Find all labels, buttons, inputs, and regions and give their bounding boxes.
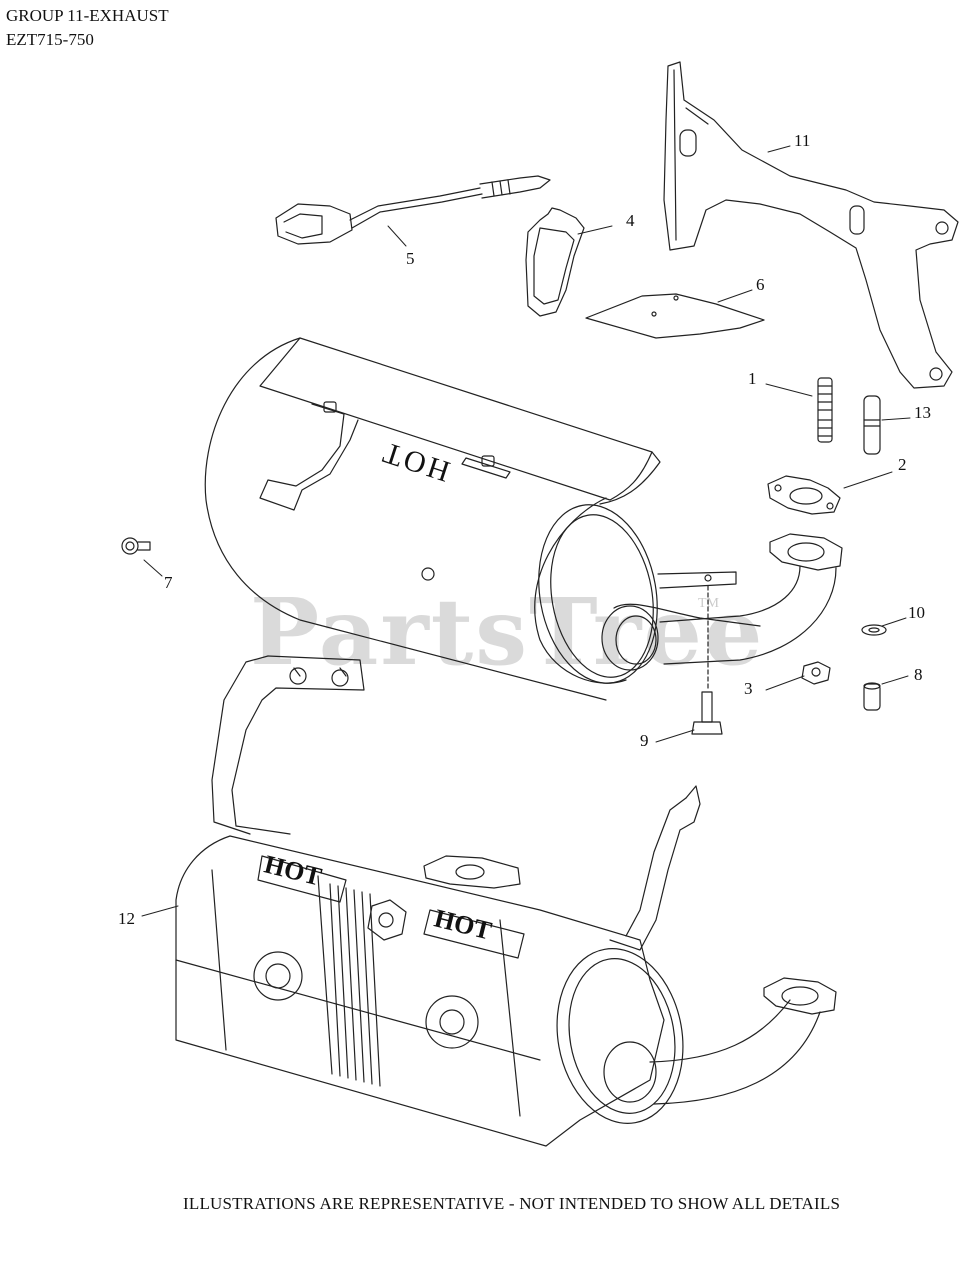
part-6-plate [585, 293, 765, 339]
callout-4: 4 [626, 211, 635, 230]
part-12-muffler [175, 655, 837, 1147]
part-4-clamp [525, 207, 585, 317]
part-5-oxygen-sensor [275, 175, 551, 245]
part-8-bolt [863, 682, 881, 711]
callout-13: 13 [914, 403, 931, 422]
callout-3: 3 [744, 679, 753, 698]
part-1-stud [817, 377, 833, 443]
part-2-gasket [767, 475, 841, 515]
watermark: PartsTree [250, 578, 765, 686]
callout-5: 5 [406, 249, 415, 268]
footer-disclaimer: ILLUSTRATIONS ARE REPRESENTATIVE - NOT I… [183, 1194, 841, 1213]
callout-10: 10 [908, 603, 925, 622]
part-7-bolt [121, 537, 151, 555]
callout-11: 11 [794, 131, 811, 150]
leader-lines [141, 145, 911, 917]
part-3-nut [801, 661, 831, 685]
callout-7: 7 [164, 573, 173, 592]
part-10-washer [861, 624, 887, 636]
group-title: GROUP 11-EXHAUST [6, 6, 169, 25]
model-range: EZT715-750 [6, 30, 94, 49]
part-11-bracket [663, 61, 959, 389]
callout-2: 2 [898, 455, 907, 474]
upper-muffler-assembly [204, 337, 843, 701]
callout-9: 9 [640, 731, 649, 750]
callout-8: 8 [914, 665, 923, 684]
callout-6: 6 [756, 275, 765, 294]
part-9-bolt [691, 585, 723, 735]
part-13-pin [863, 395, 881, 455]
callout-1: 1 [748, 369, 757, 388]
callout-12: 12 [118, 909, 135, 928]
